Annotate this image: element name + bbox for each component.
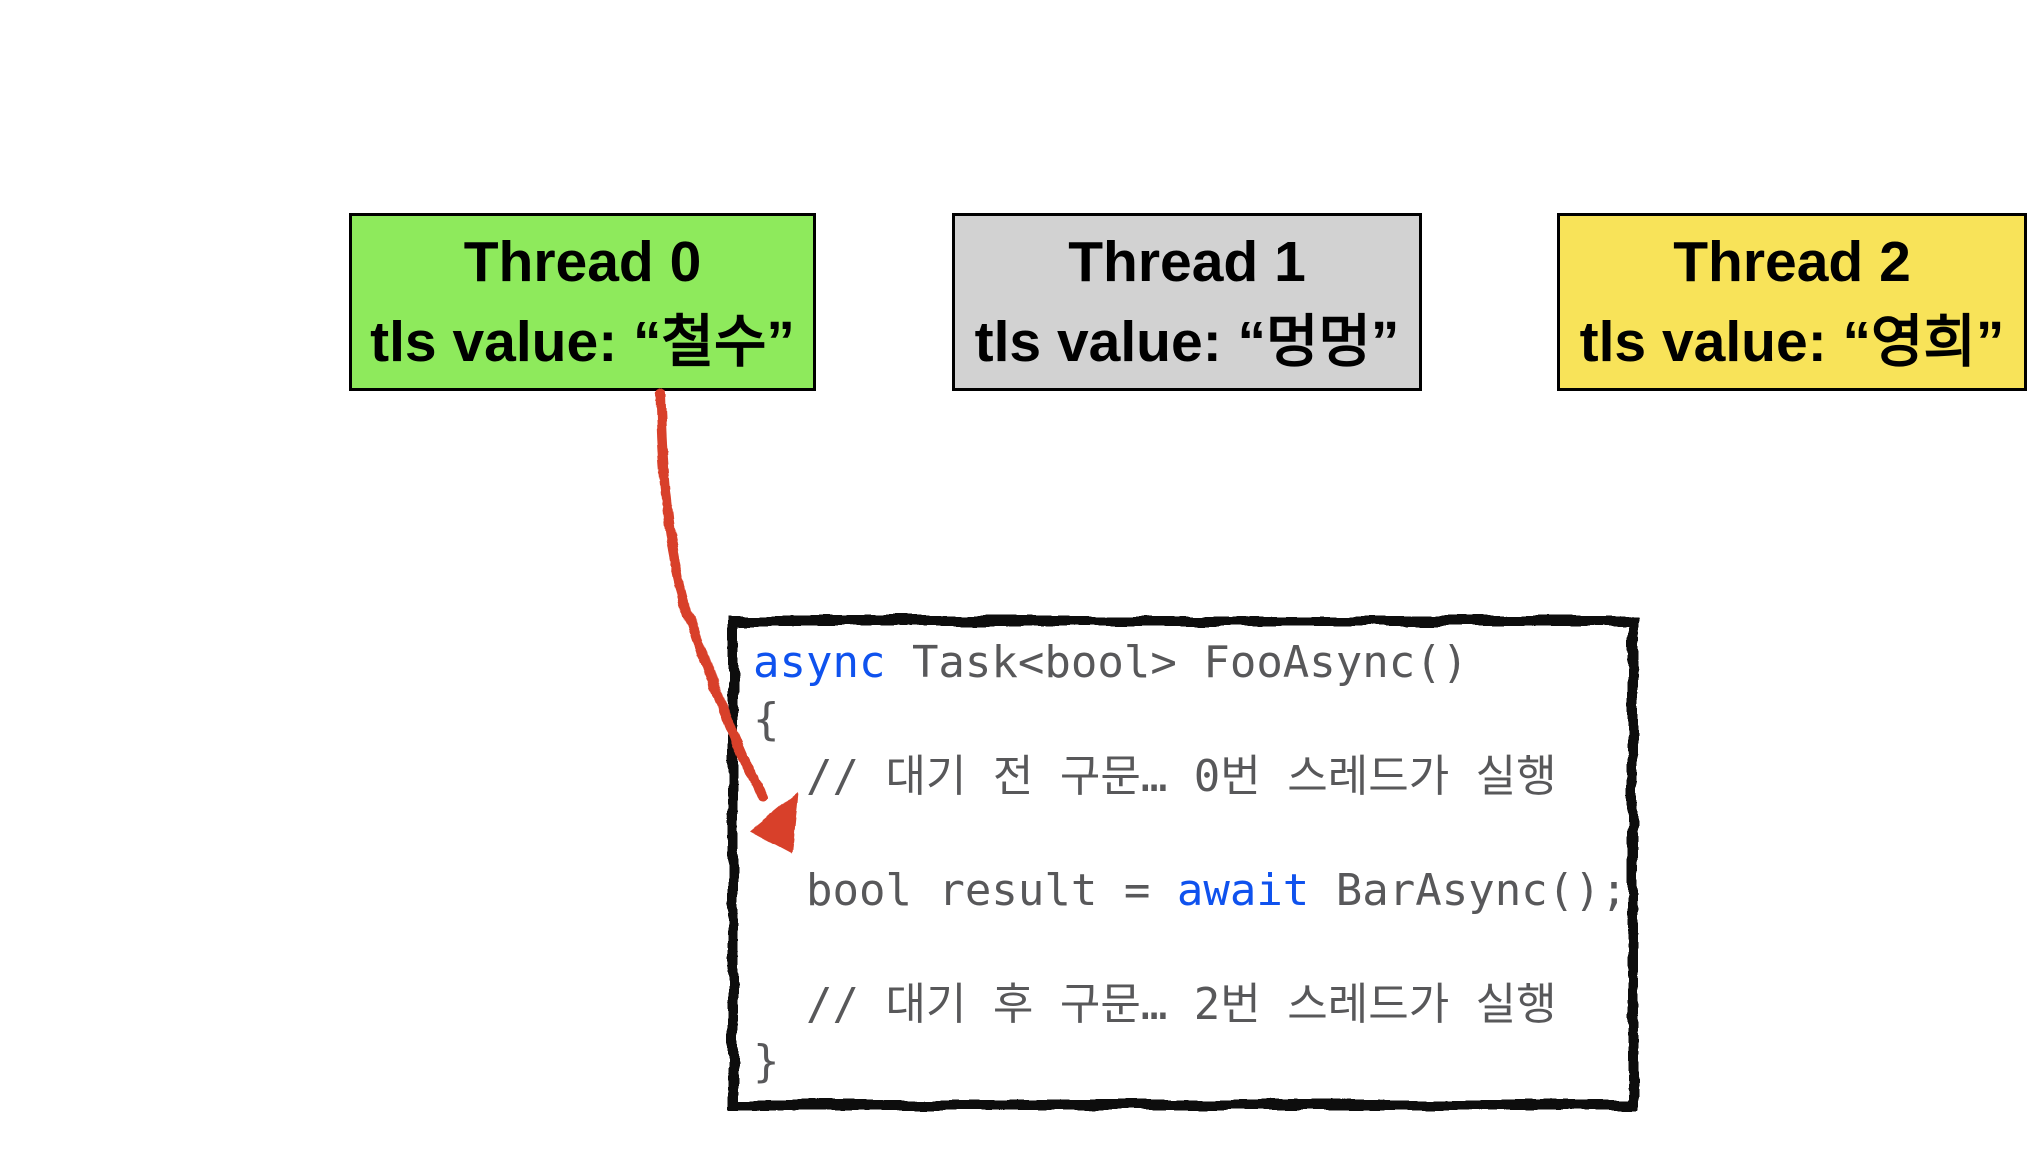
thread-1-title: Thread 1 [1068,230,1306,294]
thread-0-title: Thread 0 [463,230,702,294]
code-line: } [753,1036,780,1087]
thread-0-box: Thread 0 tls value: “철수” [349,213,816,391]
thread-2-box: Thread 2 tls value: “영희” [1557,213,2027,391]
thread-0-tls-value: tls value: “철수” [370,310,795,374]
red-curved-arrow [655,388,799,854]
thread-1-tls-value: tls value: “멍멍” [974,310,1400,374]
code-line [753,805,1627,862]
red-arrow-shaft-texture [659,397,763,793]
code-line: bool result = await BarAsync(); [753,865,1628,916]
thread-2-tls-value: tls value: “영희” [1579,310,2005,374]
code-line: // 대기 후 구문… 2번 스레드가 실행 [753,979,1557,1030]
code-block-text: async Task<bool> FooAsync() { // 대기 전 구문…… [753,634,1627,1090]
code-line: async Task<bool> FooAsync() [753,637,1469,688]
code-block-border [728,616,1638,1110]
thread-2-title: Thread 2 [1673,230,1911,294]
red-arrow-shaft [655,388,767,803]
red-arrow-head-icon [750,791,799,854]
code-line [753,919,1627,976]
thread-1-box: Thread 1 tls value: “멍멍” [952,213,1422,391]
code-line: { [753,694,780,745]
code-line: // 대기 전 구문… 0번 스레드가 실행 [753,751,1557,802]
